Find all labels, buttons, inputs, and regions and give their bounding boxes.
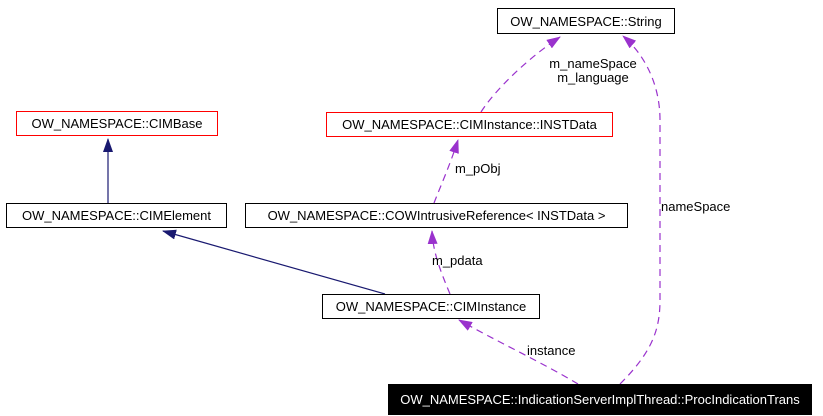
usage-edge-instance	[458, 319, 579, 385]
edge-label-m-namespace-m-language: m_nameSpace m_language	[549, 56, 637, 85]
inheritance-edge-ciminstance-to-cimelement	[162, 229, 386, 295]
class-node-cowintrusivereference[interactable]: OW_NAMESPACE::COWIntrusiveReference< INS…	[245, 203, 628, 228]
edge-label-namespace: nameSpace	[661, 199, 731, 214]
usage-edge-namespace	[619, 35, 661, 385]
usage-edge-m-namespace-m-language	[480, 36, 561, 113]
class-node-procindicationtrans-focus[interactable]: OW_NAMESPACE::IndicationServerImplThread…	[388, 384, 812, 415]
edge-label-m-pobj: m_pObj	[455, 161, 501, 176]
edge-label-m-pdata: m_pdata	[432, 253, 483, 268]
class-node-cimelement[interactable]: OW_NAMESPACE::CIMElement	[6, 203, 227, 228]
class-node-ciminstance[interactable]: OW_NAMESPACE::CIMInstance	[322, 294, 540, 319]
class-node-cimbase[interactable]: OW_NAMESPACE::CIMBase	[16, 111, 218, 136]
class-node-string[interactable]: OW_NAMESPACE::String	[497, 8, 675, 34]
edge-label-instance: instance	[527, 343, 576, 358]
usage-edge-m-pdata	[427, 230, 451, 295]
usage-edge-m-pobj	[433, 139, 459, 204]
class-node-ciminstance-instdata[interactable]: OW_NAMESPACE::CIMInstance::INSTData	[326, 112, 613, 137]
